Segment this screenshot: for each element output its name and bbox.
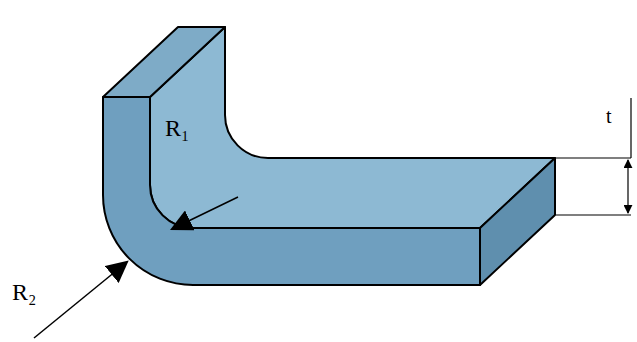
radius-leader <box>172 197 238 229</box>
radius-leader <box>34 262 127 338</box>
inner-face <box>150 27 555 228</box>
dimension-label: t <box>606 106 612 126</box>
extension-line <box>556 214 631 215</box>
dimension-leader <box>630 98 631 158</box>
dimension-line <box>627 160 628 213</box>
flange-top-face <box>103 27 225 97</box>
front-face <box>103 97 480 285</box>
radius-label: R₂ <box>12 280 36 304</box>
extension-line <box>556 157 631 158</box>
end-face <box>480 158 555 285</box>
radius-label: R₁ <box>165 116 189 140</box>
